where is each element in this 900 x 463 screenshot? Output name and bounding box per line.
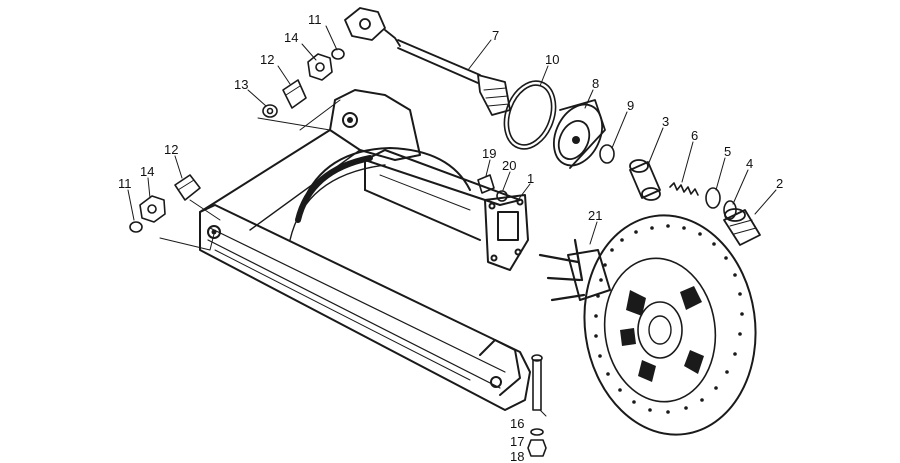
callout-18: 18 bbox=[510, 449, 524, 463]
callout-8: 8 bbox=[592, 76, 599, 91]
callout-11-left: 11 bbox=[118, 176, 132, 191]
nut-18 bbox=[527, 439, 547, 457]
callout-7: 7 bbox=[492, 28, 499, 43]
callout-6: 6 bbox=[691, 128, 698, 143]
splined-coupling-2 bbox=[723, 208, 761, 246]
spring-6 bbox=[669, 182, 699, 196]
rear-axle-bolt bbox=[527, 354, 547, 457]
callout-20: 20 bbox=[502, 158, 516, 173]
left-fasteners bbox=[129, 174, 201, 233]
washer-17 bbox=[530, 428, 544, 436]
assembly-bracket-lines bbox=[159, 99, 341, 251]
brake-disc-hub bbox=[538, 214, 757, 436]
callout-12-upper: 12 bbox=[260, 52, 274, 67]
washer-4 bbox=[723, 200, 737, 220]
washer-11-upper bbox=[331, 48, 345, 60]
callout-1: 1 bbox=[527, 171, 534, 186]
callout-17: 17 bbox=[510, 434, 524, 449]
callout-16: 16 bbox=[510, 416, 524, 431]
callout-4: 4 bbox=[746, 156, 753, 171]
callout-labels: 11 14 12 13 7 10 8 9 3 6 5 4 2 12 11 14 … bbox=[118, 12, 783, 463]
callout-19: 19 bbox=[482, 146, 496, 161]
callout-14-upper: 14 bbox=[284, 30, 298, 45]
drive-shaft bbox=[344, 7, 511, 116]
leader-lines bbox=[127, 25, 777, 417]
bolt-12-left bbox=[174, 174, 201, 201]
bevel-housing bbox=[553, 99, 606, 169]
callout-11-upper: 11 bbox=[308, 12, 322, 27]
washer-13 bbox=[262, 104, 278, 118]
callout-12-left: 12 bbox=[164, 142, 178, 157]
o-ring-9 bbox=[599, 144, 615, 164]
callout-13: 13 bbox=[234, 77, 248, 92]
nut-14-left bbox=[139, 195, 166, 223]
washer-5 bbox=[705, 187, 721, 209]
bolt-12-upper bbox=[282, 79, 307, 109]
callout-5: 5 bbox=[724, 144, 731, 159]
bearing-3 bbox=[629, 159, 661, 201]
callout-3: 3 bbox=[662, 114, 669, 129]
callout-10: 10 bbox=[545, 52, 559, 67]
bolt-19-washer-20 bbox=[477, 174, 508, 202]
callout-21: 21 bbox=[588, 208, 602, 223]
washer-11-left bbox=[129, 221, 143, 233]
callout-2: 2 bbox=[776, 176, 783, 191]
nut-14-upper bbox=[307, 53, 333, 81]
swing-arm bbox=[199, 89, 531, 411]
callout-9: 9 bbox=[627, 98, 634, 113]
upper-fasteners bbox=[262, 48, 345, 118]
callout-14-left: 14 bbox=[140, 164, 154, 179]
